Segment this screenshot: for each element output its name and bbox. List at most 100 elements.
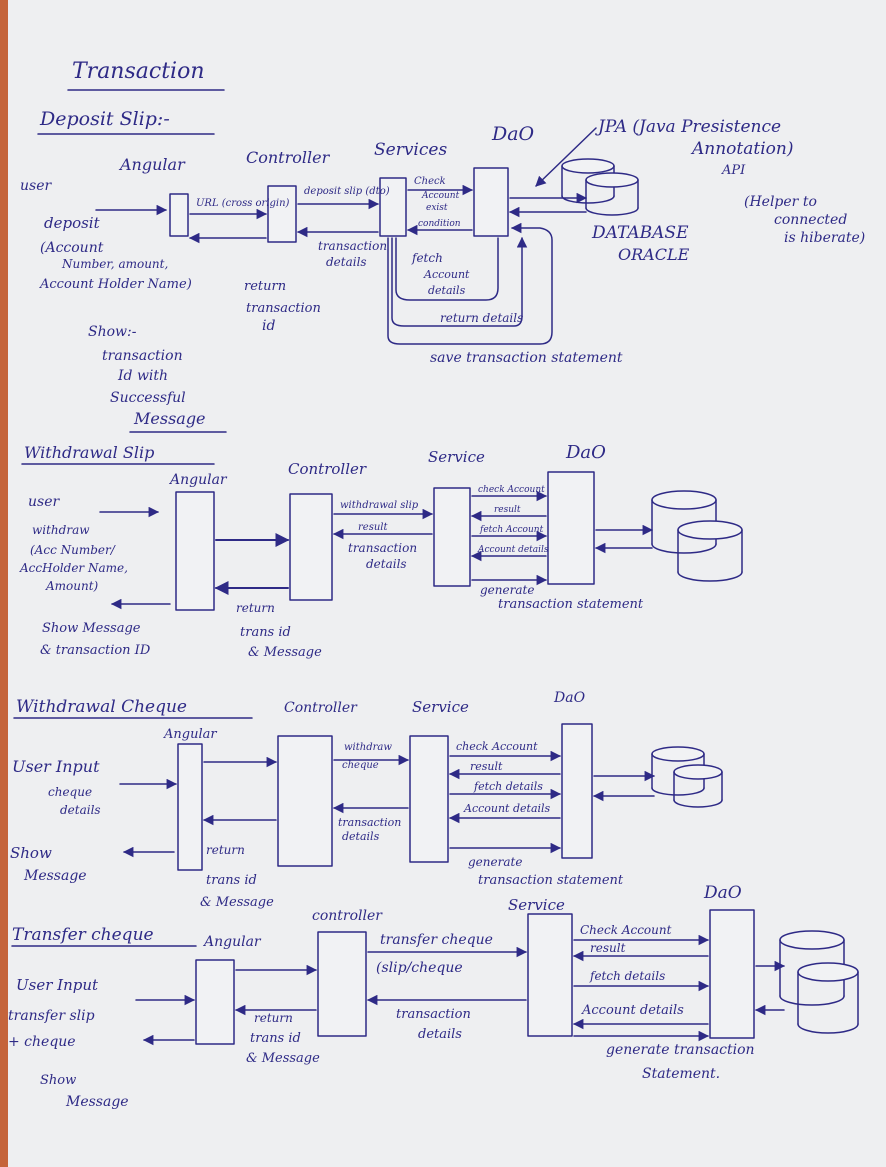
wc-withdraw-1: withdraw <box>344 742 392 753</box>
ws-return-3: & Message <box>248 645 322 660</box>
ws-return-2: trans id <box>240 625 291 640</box>
tc-result: result <box>590 941 626 955</box>
page-title: Transaction <box>72 59 205 84</box>
tc-col-angular: Angular <box>202 934 262 950</box>
ws-show-1: Show Message <box>42 621 141 636</box>
ws-controller-box <box>289 493 333 601</box>
ws-title: Withdrawal Slip <box>24 443 154 462</box>
wc-service-box <box>409 735 449 863</box>
tc-return-2: trans id <box>250 1031 301 1046</box>
ws-result: result <box>494 505 521 515</box>
tc-user-3: + cheque <box>8 1034 76 1050</box>
tc-angular-box <box>195 959 235 1045</box>
wc-account-details: Account details <box>463 802 551 815</box>
ws-dao-box <box>547 471 595 585</box>
dep-col-angular: Angular <box>118 155 186 174</box>
deposit-slip-heading: Deposit Slip:- <box>39 108 170 130</box>
dep-txn-1: transaction <box>318 239 387 253</box>
dep-show-4: Successful <box>110 390 186 406</box>
dep-input-1: deposit <box>44 214 101 232</box>
wc-angular-box <box>177 743 203 871</box>
wc-txn-1: transaction <box>338 816 401 829</box>
dep-input-2: (Account <box>40 240 104 256</box>
ws-service-box <box>433 487 471 587</box>
wc-col-service: Service <box>412 698 469 716</box>
wc-generate-2: transaction statement <box>478 873 624 888</box>
dep-jpa-line1: JPA (Java Presistence <box>595 117 781 137</box>
ws-check-account: check Account <box>478 485 545 495</box>
wc-database-icon <box>651 746 723 808</box>
deposit-database-icon <box>561 158 639 216</box>
wc-show-1: Show <box>10 844 52 862</box>
wc-dao-box <box>561 723 593 859</box>
dep-save-path <box>387 222 553 345</box>
tc-check-account: Check Account <box>580 923 672 937</box>
ws-return-1: return <box>236 601 275 615</box>
dep-return-3: id <box>262 318 275 334</box>
dep-jpa-line2: Annotation) <box>690 139 793 159</box>
tc-account-details: Account details <box>581 1003 684 1018</box>
wc-withdraw-2: cheque <box>342 760 379 771</box>
dep-return-2: transaction <box>246 301 321 316</box>
tc-return-1: return <box>254 1011 293 1025</box>
dep-fetch-path <box>395 237 499 301</box>
wc-return-2: trans id <box>206 873 257 888</box>
ws-show-2: & transaction ID <box>40 643 151 658</box>
ws-txn-2: details <box>366 557 407 571</box>
dep-show-1: Show:- <box>88 324 137 340</box>
tc-service-box <box>527 913 573 1037</box>
wc-generate-1: generate <box>468 855 522 869</box>
ws-col-dao: DaO <box>565 442 606 463</box>
dep-jpa-line3: API <box>721 163 746 178</box>
wc-title: Withdrawal Cheque <box>16 697 187 717</box>
ws-account-details: Account details <box>477 545 549 555</box>
wc-return-1: return <box>206 843 245 857</box>
dep-check-3: exist <box>426 203 448 213</box>
dep-check-1: Check <box>414 176 446 187</box>
dep-col-services: Services <box>374 140 447 160</box>
ws-dto-label: withdrawal slip <box>340 500 419 511</box>
wc-controller-box <box>277 735 333 867</box>
tc-col-controller: controller <box>312 908 383 924</box>
wc-col-dao: DaO <box>553 690 586 706</box>
ws-angular-box <box>175 491 215 611</box>
tc-fetch: fetch details <box>589 969 665 983</box>
ws-col-angular: Angular <box>168 472 228 488</box>
wc-fetch: fetch details <box>473 780 543 793</box>
dep-fetch-1: fetch <box>411 251 443 265</box>
wc-return-3: & Message <box>200 895 274 910</box>
wc-user-1: User Input <box>12 757 100 776</box>
page-edge <box>0 0 10 1167</box>
tc-col-dao: DaO <box>703 883 742 903</box>
dep-fetch-3: details <box>428 284 466 297</box>
dep-fetch-2: Account <box>423 268 470 281</box>
tc-show-2: Message <box>65 1094 129 1110</box>
dep-helper-line3: is hiberate) <box>784 230 865 246</box>
tc-txn-2: details <box>418 1027 462 1042</box>
wc-txn-2: details <box>342 830 380 843</box>
ws-user: user <box>28 494 60 510</box>
ws-generate-1: generate <box>480 583 534 597</box>
tc-slip-cheque: (slip/cheque <box>376 960 463 976</box>
dep-controller-box <box>267 185 297 243</box>
jpa-arrow <box>535 127 597 187</box>
dep-helper-line2: connected <box>774 212 847 228</box>
dep-return-details: return details <box>440 311 523 325</box>
ws-input-4: Amount) <box>45 579 99 593</box>
dep-helper-line1: (Helper to <box>744 194 817 210</box>
dep-dao-box <box>473 167 509 237</box>
ws-fetch: fetch Account <box>479 525 544 535</box>
tc-user-2: transfer slip <box>8 1008 95 1024</box>
tc-dao-box <box>709 909 755 1039</box>
dep-show-2: transaction <box>102 348 183 364</box>
dep-url-label: URL (cross origin) <box>196 198 290 209</box>
ws-result-label: result <box>358 522 388 533</box>
dep-col-dao: DaO <box>491 123 535 145</box>
dep-input-3: Number, amount, <box>61 257 168 271</box>
wc-user-3: details <box>60 803 101 817</box>
wc-col-angular: Angular <box>163 727 217 742</box>
dep-check-4: condition <box>418 219 461 229</box>
tc-title: Transfer cheque <box>12 925 154 945</box>
dep-save-statement: save transaction statement <box>430 350 623 366</box>
